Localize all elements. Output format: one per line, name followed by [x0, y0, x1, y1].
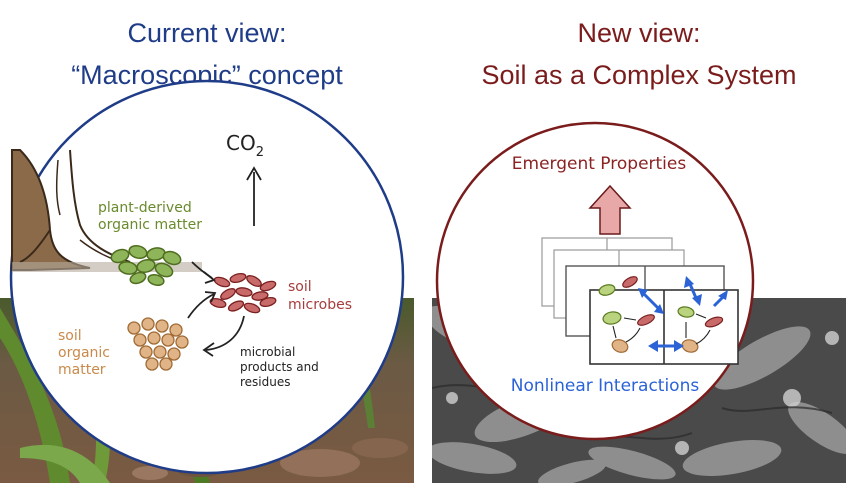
new-view-title: New view:	[577, 18, 701, 48]
interaction-cells	[602, 306, 724, 353]
current-view-panel: Current view: “Macroscopic” concept	[0, 0, 414, 483]
local-interaction-arrows	[612, 313, 711, 345]
new-view-subtitle: Soil as a Complex System	[481, 60, 797, 90]
som-to-microbe-arrow	[187, 293, 215, 319]
soil-microbes-cluster	[209, 272, 277, 314]
soil-organic-matter-cluster	[127, 317, 189, 371]
plant-organic-matter-cluster	[110, 245, 182, 287]
complex-system-diagram: Emergent Properties Nonlinear Interactio…	[435, 121, 755, 441]
plant-label-line2: organic matter	[98, 217, 202, 233]
plant-label-line1: plant-derived	[98, 200, 192, 216]
som-label-line3: matter	[58, 362, 106, 378]
som-label-line2: organic	[58, 345, 110, 361]
microbes-label-line1: soil	[288, 279, 312, 295]
nonlinear-interaction-arrows	[638, 276, 728, 352]
process-arrows	[187, 166, 262, 357]
macroscopic-circle	[9, 79, 405, 475]
products-label-line2: products and	[240, 360, 319, 374]
new-view-panel: New view: Soil as a Complex System	[432, 0, 846, 483]
nonlinear-interactions-label: Nonlinear Interactions	[511, 376, 700, 396]
products-label-line1: microbial	[240, 345, 295, 359]
current-view-title: Current view:	[127, 18, 287, 48]
microbes-label-line2: microbes	[288, 297, 352, 313]
emergent-up-arrow	[588, 184, 632, 235]
products-label-line3: residues	[240, 375, 291, 389]
macroscopic-diagram: CO2 plant-derived organic matter soil mi…	[9, 79, 405, 475]
layer-front	[589, 289, 739, 365]
co2-label: CO2	[226, 131, 264, 160]
emergent-properties-label: Emergent Properties	[512, 154, 687, 174]
som-label-line1: soil	[58, 328, 82, 344]
microbe-to-som-arrow	[205, 315, 245, 351]
